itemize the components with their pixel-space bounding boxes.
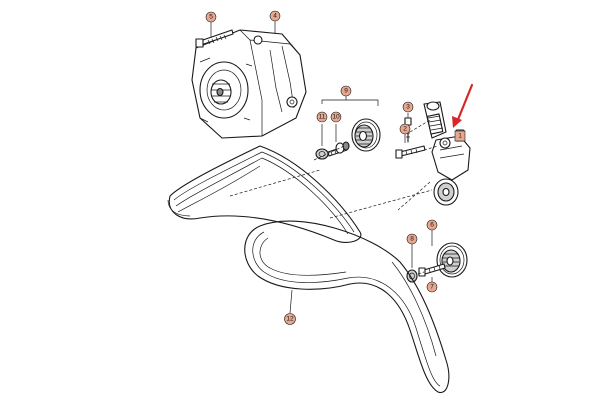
- ribbed-belt-upper: [167, 145, 362, 243]
- svg-text:7: 7: [430, 284, 434, 291]
- callout-12: 12: [284, 313, 296, 325]
- callout-10: 10: [330, 111, 342, 123]
- callout-2: 2: [399, 123, 411, 135]
- washer-8: [406, 269, 418, 283]
- svg-text:4: 4: [273, 13, 277, 20]
- callout-11: 11: [316, 111, 328, 123]
- idler-pulley-10: [351, 118, 381, 152]
- washer-10: [335, 141, 350, 154]
- svg-text:5: 5: [209, 14, 213, 21]
- callout-8: 8: [406, 233, 418, 245]
- bolt-7: [418, 263, 446, 277]
- bolt-5: [195, 29, 234, 48]
- callout-1: 1: [454, 130, 466, 142]
- callout-7: 7: [426, 281, 438, 293]
- ribbed-belt-12: [244, 220, 450, 394]
- svg-text:10: 10: [332, 114, 340, 121]
- svg-text:2: 2: [403, 126, 407, 133]
- callout-4: 4: [269, 10, 281, 22]
- callout-6: 6: [426, 219, 438, 231]
- svg-text:12: 12: [286, 316, 294, 323]
- tensioner-assembly: [423, 101, 471, 206]
- svg-text:3: 3: [406, 104, 410, 111]
- bolt-2: [395, 145, 426, 159]
- highlight-arrow: [452, 83, 474, 128]
- svg-text:1: 1: [458, 133, 462, 140]
- callout-9: 9: [340, 85, 352, 97]
- svg-text:8: 8: [410, 236, 414, 243]
- svg-text:11: 11: [319, 114, 326, 121]
- callout-3: 3: [402, 101, 414, 113]
- callout-5: 5: [205, 11, 217, 23]
- alternator: [191, 29, 307, 139]
- svg-text:6: 6: [430, 222, 434, 229]
- idler-pulley-6: [436, 242, 468, 278]
- svg-text:9: 9: [344, 88, 348, 95]
